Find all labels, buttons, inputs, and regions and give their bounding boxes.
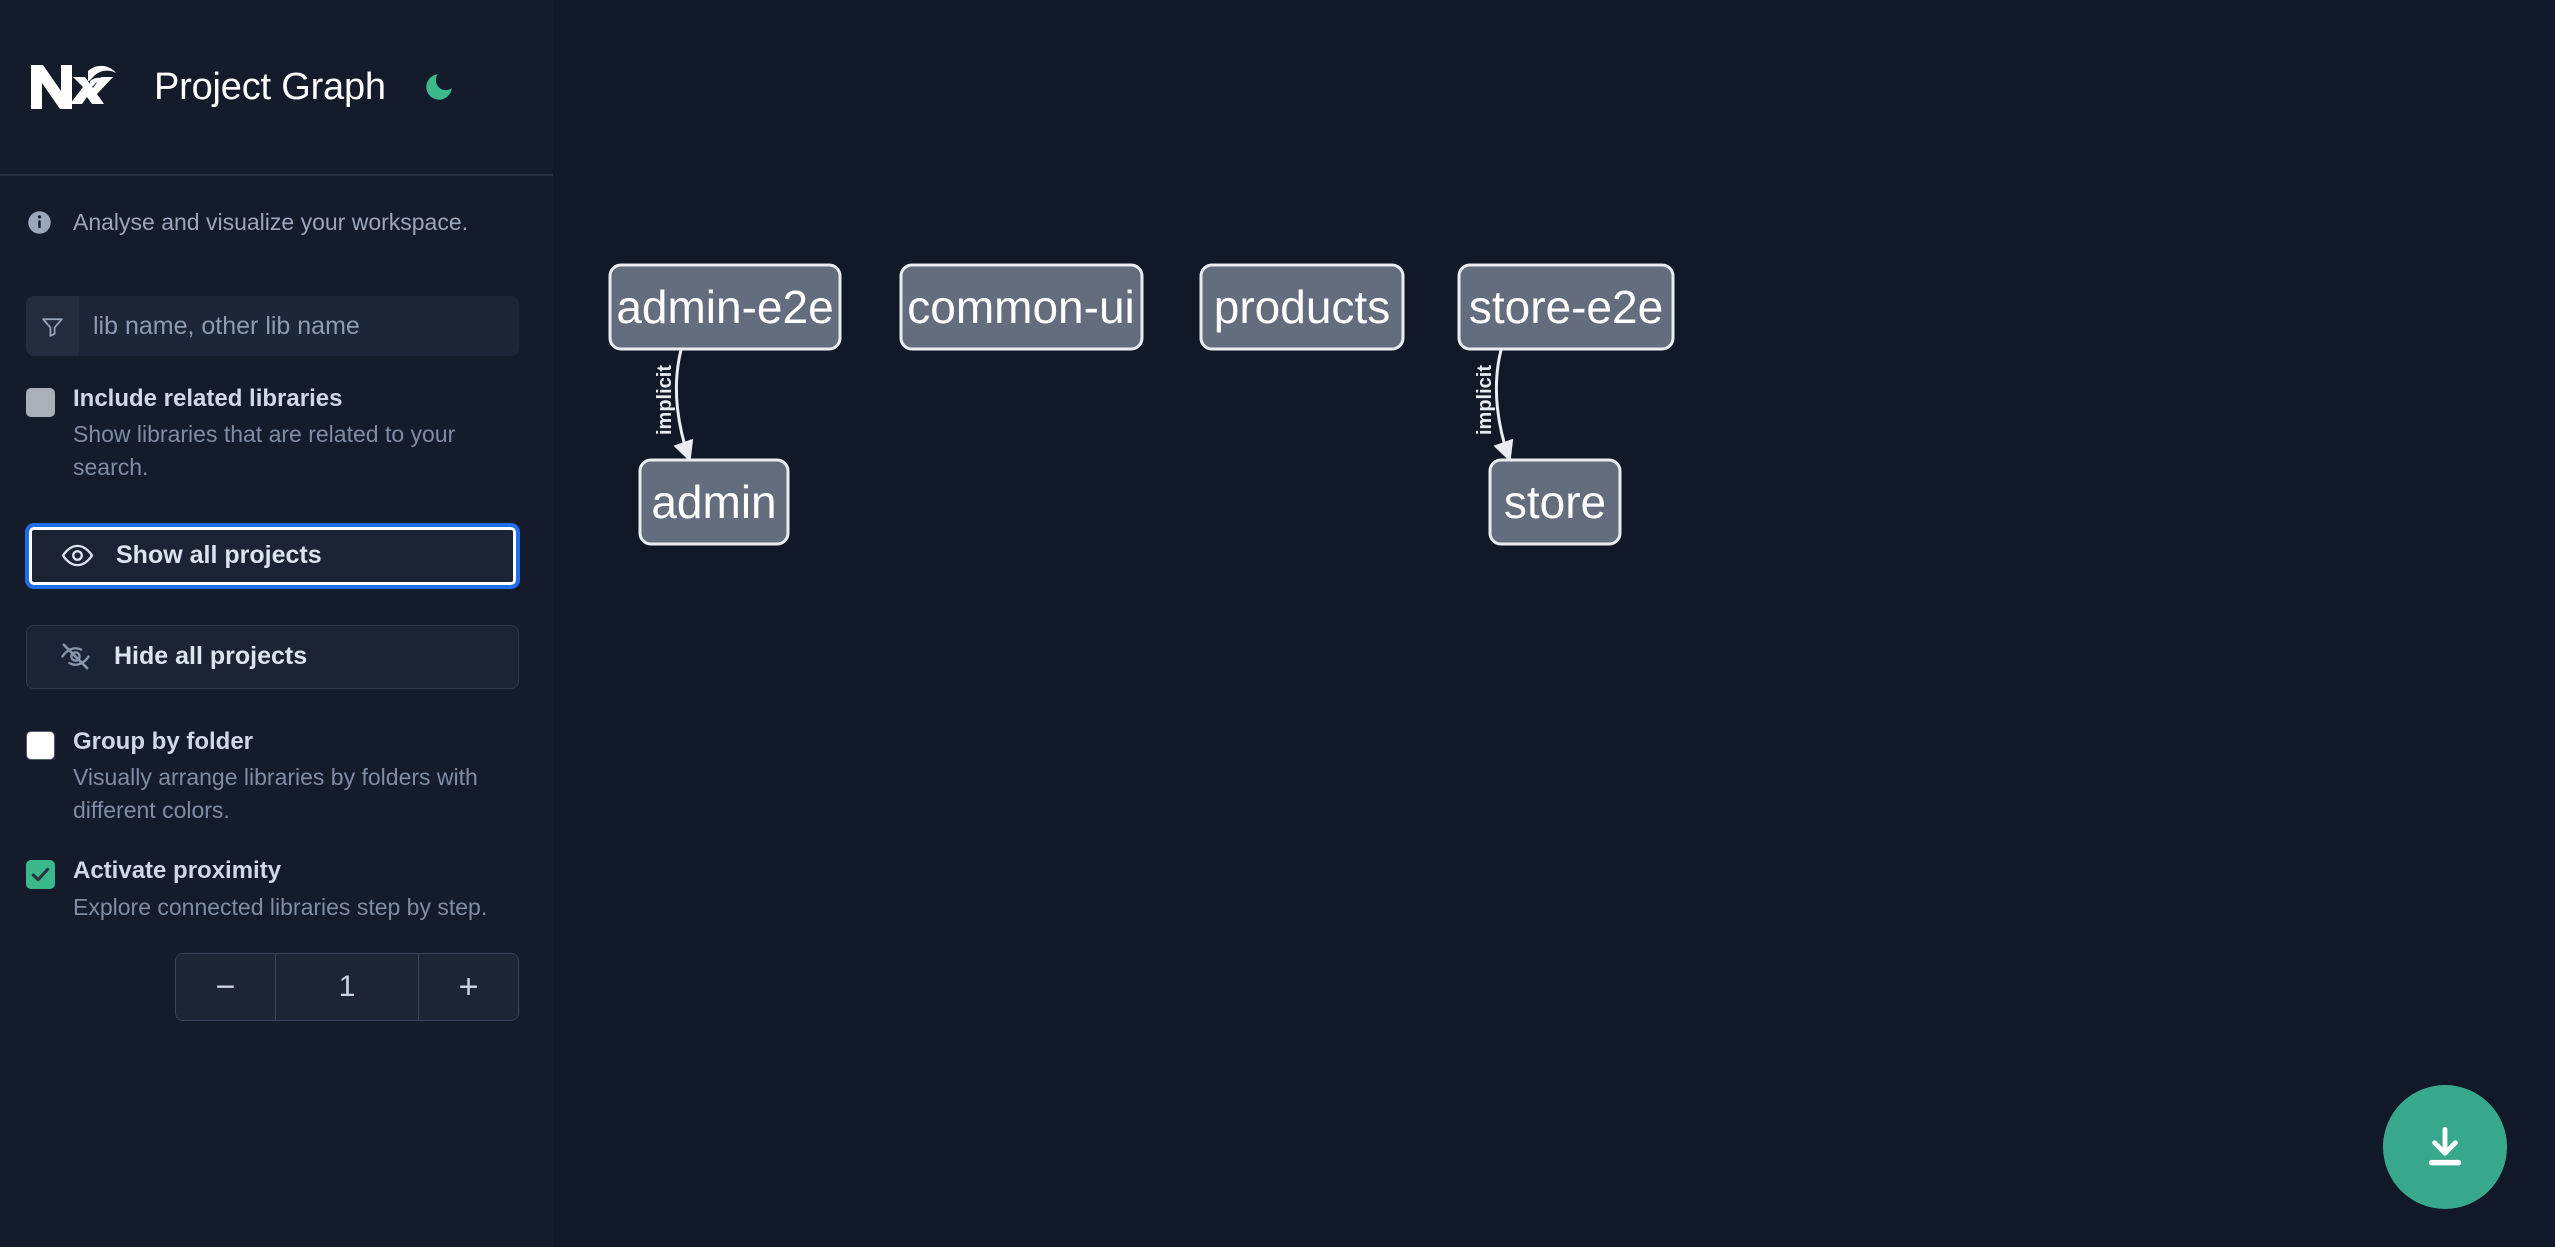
option-description-activate-proximity: Explore connected libraries step by step… <box>73 893 488 920</box>
graph-node-common-ui[interactable]: common-ui <box>899 263 1144 351</box>
sidebar-header: Project Graph <box>0 0 553 176</box>
workspace-blurb: Analyse and visualize your workspace. <box>0 176 553 268</box>
download-icon <box>2428 1126 2462 1166</box>
checkbox-activate-proximity[interactable] <box>26 860 55 890</box>
graph-node-store[interactable]: store <box>1488 458 1622 546</box>
proximity-stepper-wrap: − 1 + <box>26 953 519 1022</box>
checkbox-group-by-folder[interactable] <box>26 730 55 760</box>
search-field[interactable] <box>26 296 519 356</box>
search-input[interactable] <box>79 296 519 356</box>
show-all-projects-label: Show all projects <box>116 541 322 570</box>
workspace-blurb-text: Analyse and visualize your workspace. <box>73 208 469 235</box>
option-description-include-related-libraries: Show libraries that are related to your … <box>73 421 456 481</box>
graph-node-label-products: products <box>1214 281 1390 333</box>
option-label-include-related-libraries: Include related libraries <box>73 385 343 412</box>
edge-store-e2e-to-store[interactable]: implicit <box>1474 349 1514 462</box>
moon-icon[interactable] <box>418 66 460 108</box>
graph-node-products[interactable]: products <box>1199 263 1405 351</box>
option-activate-proximity[interactable]: Activate proximity Explore connected lib… <box>0 858 553 923</box>
eye-off-icon <box>61 643 90 670</box>
sidebar: Project Graph Analyse and visualize yo <box>0 0 553 1247</box>
proximity-value: 1 <box>276 954 418 1021</box>
info-icon <box>26 209 53 236</box>
graph-node-admin-e2e[interactable]: admin-e2e <box>608 263 842 351</box>
proximity-increment-button[interactable]: + <box>418 954 518 1021</box>
proximity-stepper: − 1 + <box>175 953 519 1022</box>
option-include-related-libraries[interactable]: Include related libraries Show libraries… <box>0 385 553 484</box>
graph-edges: implicit implicit <box>654 349 1514 462</box>
option-label-group-by-folder: Group by folder <box>73 727 253 755</box>
edge-label-implicit-store: implicit <box>1474 365 1496 435</box>
graph-nodes: admin-e2e common-ui products store-e2e a… <box>608 263 1675 546</box>
show-all-projects-button[interactable]: Show all projects <box>26 523 519 588</box>
graph-node-label-common-ui: common-ui <box>907 281 1135 333</box>
hide-all-projects-label: Hide all projects <box>114 642 308 671</box>
proximity-decrement-button[interactable]: − <box>176 954 276 1021</box>
graph-node-label-store: store <box>1504 476 1606 528</box>
option-label-activate-proximity: Activate proximity <box>73 857 282 885</box>
project-graph-svg: implicit implicit admin-e2e common-ui <box>608 263 1675 546</box>
filter-funnel-icon <box>26 296 79 356</box>
edge-admin-e2e-to-admin[interactable]: implicit <box>654 349 694 462</box>
checkbox-include-related-libraries[interactable] <box>26 388 55 417</box>
project-visibility-buttons: Show all projects Hide all projects <box>26 523 519 689</box>
download-graph-button[interactable] <box>2383 1085 2507 1209</box>
hide-all-projects-button[interactable]: Hide all projects <box>26 624 519 689</box>
option-description-group-by-folder: Visually arrange libraries by folders wi… <box>73 764 478 823</box>
nx-logo-icon <box>26 57 122 117</box>
eye-icon <box>61 544 94 567</box>
graph-node-label-store-e2e: store-e2e <box>1469 281 1663 333</box>
option-group-by-folder[interactable]: Group by folder Visually arrange librari… <box>0 727 553 827</box>
edge-label-implicit-admin: implicit <box>654 365 676 435</box>
graph-node-admin[interactable]: admin <box>638 458 790 546</box>
page-title: Project Graph <box>154 65 386 108</box>
graph-node-label-admin-e2e: admin-e2e <box>616 281 833 333</box>
graph-node-label-admin: admin <box>651 476 776 528</box>
graph-node-store-e2e[interactable]: store-e2e <box>1457 263 1675 351</box>
graph-canvas[interactable]: implicit implicit admin-e2e common-ui <box>553 0 2555 1247</box>
